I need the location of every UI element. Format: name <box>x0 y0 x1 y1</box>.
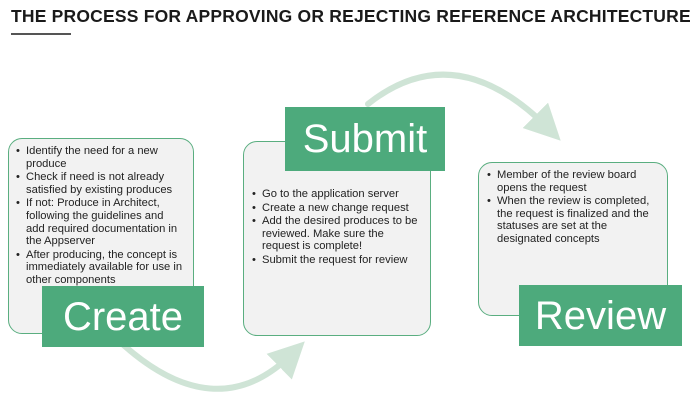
submit-bullet: Submit the request for review <box>252 254 422 267</box>
arrow-create-to-submit <box>115 337 305 392</box>
submit-bullet: Go to the application server <box>252 188 422 201</box>
submit-label: Submit <box>285 107 445 171</box>
create-label: Create <box>42 286 204 347</box>
submit-bullet-list: Go to the application server Create a ne… <box>252 188 422 267</box>
submit-bullet: Create a new change request <box>252 202 422 215</box>
arrow-submit-to-review <box>365 71 561 141</box>
create-bullet: After producing, the concept is immediat… <box>16 249 185 287</box>
review-bullet: Member of the review board opens the req… <box>487 169 659 194</box>
submit-card: Go to the application server Create a ne… <box>243 141 431 336</box>
submit-bullet: Add the desired produces to be reviewed.… <box>252 215 422 253</box>
create-card: Identify the need for a new produce Chec… <box>8 138 194 334</box>
create-bullet: Check if need is not already satisfied b… <box>16 171 185 196</box>
create-bullet-list: Identify the need for a new produce Chec… <box>16 145 185 287</box>
review-bullet: When the review is completed, the reques… <box>487 195 659 245</box>
create-bullet: If not: Produce in Architect, following … <box>16 197 185 247</box>
review-bullet-list: Member of the review board opens the req… <box>487 169 659 246</box>
page-title: THE PROCESS FOR APPROVING OR REJECTING R… <box>11 6 690 26</box>
review-label: Review <box>519 285 682 346</box>
title-underline <box>11 33 71 35</box>
create-bullet: Identify the need for a new produce <box>16 145 185 170</box>
